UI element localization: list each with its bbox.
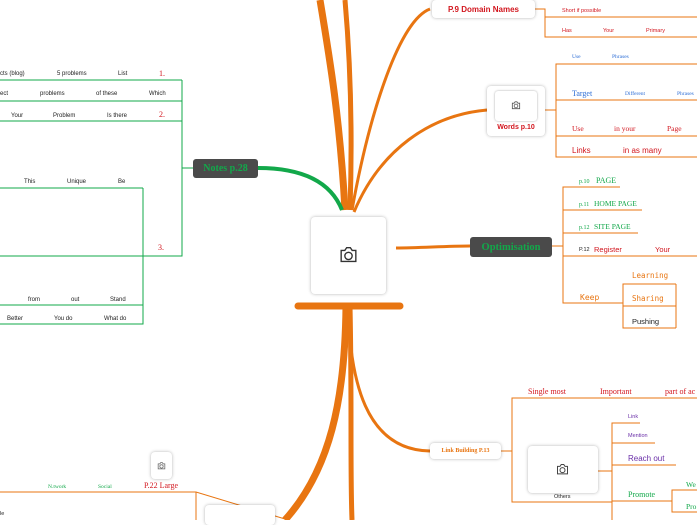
camera-icon (340, 246, 357, 263)
words-image (495, 91, 537, 121)
link-building-topic[interactable]: Link Building P.13 (430, 443, 501, 459)
words-row1-a: Use (572, 54, 581, 60)
notes-row2-b: problems (40, 91, 65, 97)
lb-top-c: part of ac (665, 387, 696, 396)
lb-item-link: Link (628, 414, 639, 420)
domain-row2-b: Your (603, 28, 615, 34)
large-image-node[interactable] (151, 452, 172, 479)
bl-row1-b: Social (98, 484, 112, 490)
words-row2-c: Phrases (677, 91, 694, 97)
notes-row2-c: of these (96, 91, 118, 97)
notes-marker-2: 2. (159, 110, 165, 119)
notes-row3-b: Problem (53, 113, 76, 119)
notes-row4-c: Be (118, 179, 126, 185)
opt-item2-label: HOME PAGE (594, 199, 637, 208)
central-topic-node[interactable] (311, 217, 386, 294)
opt-item2-prefix: p.11 (579, 202, 590, 208)
words-topic[interactable]: Words p.10 (487, 86, 545, 136)
camera-icon (511, 101, 521, 110)
bl-row1-a: N.twork (48, 484, 67, 490)
lb-item-mention: Mention (628, 433, 648, 439)
lb-item-promote: Promote (628, 490, 656, 499)
lb-top-a: Single most (528, 387, 567, 396)
notes-marker-3: 3. (158, 243, 164, 252)
notes-row1-b: 5 problems (57, 71, 87, 77)
words-title: Words p.10 (497, 124, 535, 131)
words-row2-b: Different (625, 91, 646, 97)
notes-marker-1: 1. (159, 69, 165, 78)
words-row4-a: Links (572, 146, 591, 155)
notes-row2-d: Which (149, 91, 166, 97)
words-row1-b: Phrases (612, 54, 629, 60)
notes-row5-a: from (28, 297, 40, 303)
opt-register-extra: Your (655, 245, 671, 254)
notes-row2-a: ect (0, 91, 9, 97)
notes-row4-b: Unique (67, 179, 87, 185)
notes-row6-b: You do (54, 316, 73, 322)
opt-keep-pushing: Pushing (632, 317, 660, 326)
large-title: P.22 Large (144, 481, 179, 490)
lb-promote-we: We (686, 480, 696, 489)
link-building-title: Link Building P.13 (441, 448, 490, 454)
domain-row1: Short if possible (562, 8, 602, 14)
notes-title: Notes p.28 (203, 163, 248, 174)
opt-item3-label: SITE PAGE (594, 222, 631, 231)
domain-row2-c: Primary (646, 28, 665, 34)
camera-icon (157, 462, 166, 470)
lb-top-b: Important (600, 387, 632, 396)
notes-row5-c: Stand (110, 297, 126, 303)
opt-keep-sharing: Sharing (632, 294, 664, 303)
opt-item1-label: PAGE (596, 176, 617, 185)
notes-row1-a: cts (blog) (0, 71, 25, 77)
lb-item-reach-out: Reach out (628, 454, 665, 463)
domain-row2-a: Has (562, 28, 572, 34)
notes-row3-c: Is there (107, 113, 128, 119)
opt-item1-prefix: p.10 (579, 179, 590, 185)
opt-keep: Keep (580, 293, 600, 302)
optimisation-title: Optimisation (481, 241, 541, 253)
notes-row4-a: This (24, 179, 36, 185)
lb-promote-pro: Pro (686, 502, 697, 511)
notes-row3-a: Your (11, 113, 24, 119)
optimisation-topic[interactable]: Optimisation (470, 237, 552, 257)
opt-item3-prefix: p.12 (579, 225, 590, 231)
camera-icon (557, 464, 568, 475)
words-row2-a: Target (572, 89, 593, 98)
bl-edge-text: le (0, 511, 5, 517)
opt-register-prefix: P.12 (579, 247, 590, 253)
others-topic[interactable] (528, 446, 598, 493)
words-row3-b: in your (614, 124, 636, 133)
words-row3-c: Page (667, 124, 682, 133)
others-label: Others (554, 494, 571, 500)
notes-row5-b: out (71, 297, 80, 303)
notes-row6-c: What do (104, 316, 127, 322)
domain-title: P.9 Domain Names (448, 4, 519, 14)
domain-names-topic[interactable]: P.9 Domain Names (432, 0, 535, 18)
bottom-node[interactable] (205, 505, 275, 525)
notes-topic[interactable]: Notes p.28 (193, 159, 258, 178)
opt-keep-learning: Learning (632, 271, 669, 280)
words-row3-a: Use (572, 124, 584, 133)
notes-row1-c: List (118, 71, 128, 77)
words-row4-b: in as many (623, 146, 662, 155)
opt-register-label: Register (594, 245, 622, 254)
notes-row6-a: Better (7, 316, 24, 322)
